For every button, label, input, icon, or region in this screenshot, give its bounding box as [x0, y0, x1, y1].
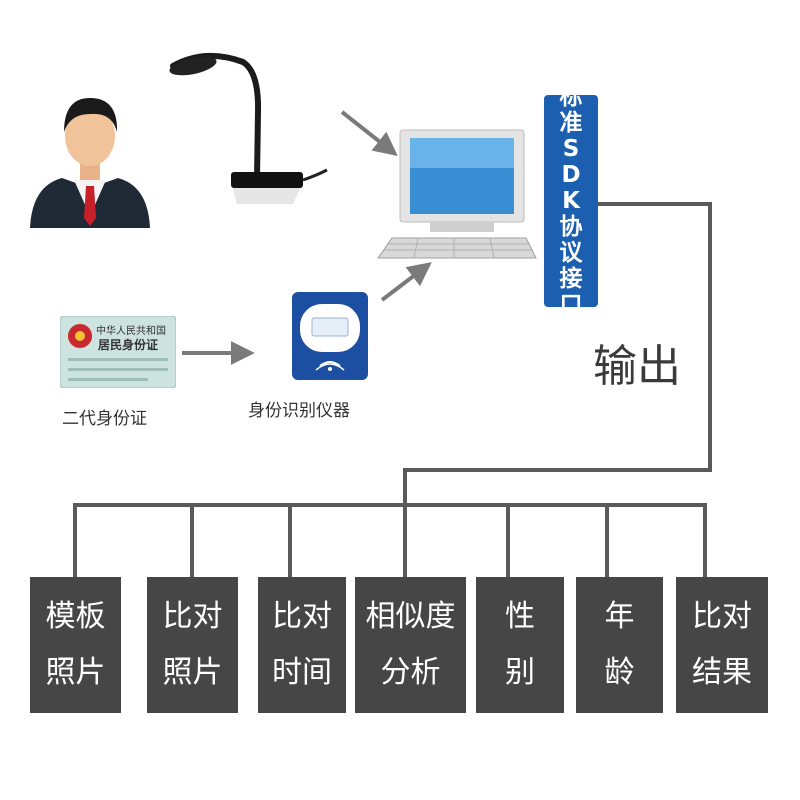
id-card-caption: 二代身份证: [62, 409, 147, 429]
id-card-title-line1: 中华人民共和国: [96, 326, 166, 337]
output-box-compare-time: 比对 时间: [258, 577, 346, 713]
arrow-camera-to-computer: [340, 110, 398, 156]
id-card-icon: 中华人民共和国 居民身份证: [60, 316, 176, 388]
output-box-similarity-analysis: 相似度 分析: [355, 577, 466, 713]
id-card-title-line2: 居民身份证: [98, 338, 159, 352]
arrow-reader-to-computer: [380, 262, 432, 302]
person-icon: [30, 98, 150, 228]
output-box-gender: 性 别: [476, 577, 564, 713]
output-box-compare-photo: 比对 照片: [147, 577, 238, 713]
output-box-age: 年 龄: [576, 577, 663, 713]
output-box-compare-result: 比对 结果: [676, 577, 768, 713]
reader-icon: [292, 292, 368, 380]
output-label: 输出: [593, 341, 681, 392]
output-tree: [73, 202, 712, 577]
output-box-template-photo: 模板 照片: [30, 577, 121, 713]
reader-caption: 身份识别仪器: [248, 401, 350, 421]
computer-icon: [377, 129, 537, 259]
camera-icon: [169, 52, 328, 204]
